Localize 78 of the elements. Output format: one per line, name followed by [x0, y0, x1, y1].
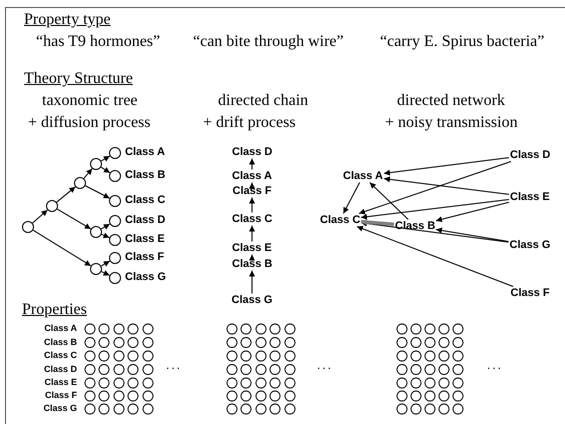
- junction-circle: [46, 200, 58, 212]
- process-subtitle: + diffusion process: [28, 114, 150, 132]
- arrow: [100, 270, 110, 276]
- row-label: Class F: [44, 390, 77, 401]
- ellipsis: ...: [317, 359, 334, 371]
- arrow: [369, 182, 409, 220]
- arrow: [249, 225, 255, 242]
- arrow: [384, 157, 510, 176]
- arrow: [358, 161, 512, 214]
- arrow: [83, 168, 93, 179]
- junction-circle: [22, 221, 34, 233]
- property-quote: “carry E. Spirus bacteria”: [380, 33, 544, 51]
- process-subtitle: + drift process: [203, 114, 296, 132]
- class-label: Class A: [232, 170, 272, 182]
- arrow: [360, 220, 509, 243]
- class-label: Class B: [232, 258, 272, 270]
- property-quote: “has T9 hormones”: [36, 33, 160, 51]
- leaf-node: Class E: [109, 233, 165, 246]
- class-label: Class F: [510, 286, 550, 300]
- property-quote: “can bite through wire”: [193, 33, 344, 51]
- class-label: Class C: [232, 212, 272, 226]
- leaf-node: Class D: [109, 214, 166, 227]
- theory-title: taxonomic tree: [42, 92, 138, 110]
- row-label: Class A: [44, 323, 77, 334]
- class-label: Class B: [395, 220, 436, 232]
- leaf-node: Class A: [109, 146, 165, 159]
- arrow: [356, 226, 514, 287]
- row-label: Class C: [44, 350, 77, 361]
- junction-circle: [74, 177, 86, 189]
- row-label: Class D: [44, 364, 77, 374]
- theory-title: directed chain: [218, 92, 308, 110]
- arrow: [360, 219, 394, 226]
- junction-circle: [90, 158, 102, 170]
- class-label: Class E: [510, 190, 550, 204]
- class-label: Class D: [510, 148, 550, 162]
- arrow: [101, 232, 110, 238]
- leaf-node: Class F: [109, 251, 164, 264]
- arrow: [249, 182, 255, 188]
- arrow: [32, 230, 92, 266]
- arrow: [436, 202, 510, 222]
- arrow: [436, 228, 509, 242]
- arrow: [100, 156, 110, 162]
- arrow: [249, 254, 255, 260]
- ellipsis: ...: [487, 359, 504, 371]
- arrow: [384, 176, 510, 195]
- arrow: [360, 199, 510, 220]
- arrow: [100, 224, 110, 230]
- arrow: [249, 197, 255, 213]
- arrow: [56, 186, 76, 203]
- arrow: [249, 158, 255, 170]
- arrow: [84, 185, 110, 199]
- class-label: Class D: [232, 146, 272, 158]
- row-label: Class E: [44, 377, 77, 388]
- arrow: [342, 182, 360, 214]
- class-label: Class C: [320, 214, 360, 226]
- row-label: Class G: [43, 403, 77, 414]
- junction-circle: [90, 263, 102, 275]
- leaf-node: Class B: [109, 169, 166, 182]
- process-subtitle: + noisy transmission: [385, 114, 518, 132]
- leaf-node: Class C: [109, 194, 166, 207]
- section-heading: Properties: [22, 301, 87, 319]
- arrow: [100, 166, 110, 174]
- arrow: [249, 270, 255, 294]
- theory-title: directed network: [397, 92, 505, 110]
- junction-circle: [90, 226, 102, 238]
- leaf-node: Class G: [109, 271, 166, 284]
- section-heading: Theory Structure: [24, 70, 133, 88]
- row-label: Class B: [44, 336, 77, 348]
- class-label: Class G: [510, 238, 550, 252]
- arrow: [100, 260, 110, 267]
- class-label: Class A: [343, 170, 383, 182]
- class-label: Class E: [232, 242, 272, 254]
- ellipsis: ...: [166, 359, 182, 371]
- arrow: [56, 208, 92, 230]
- section-heading: Property type: [24, 11, 111, 29]
- class-label: Class G: [232, 294, 272, 306]
- arrow: [32, 209, 48, 224]
- class-label: Class F: [232, 184, 272, 198]
